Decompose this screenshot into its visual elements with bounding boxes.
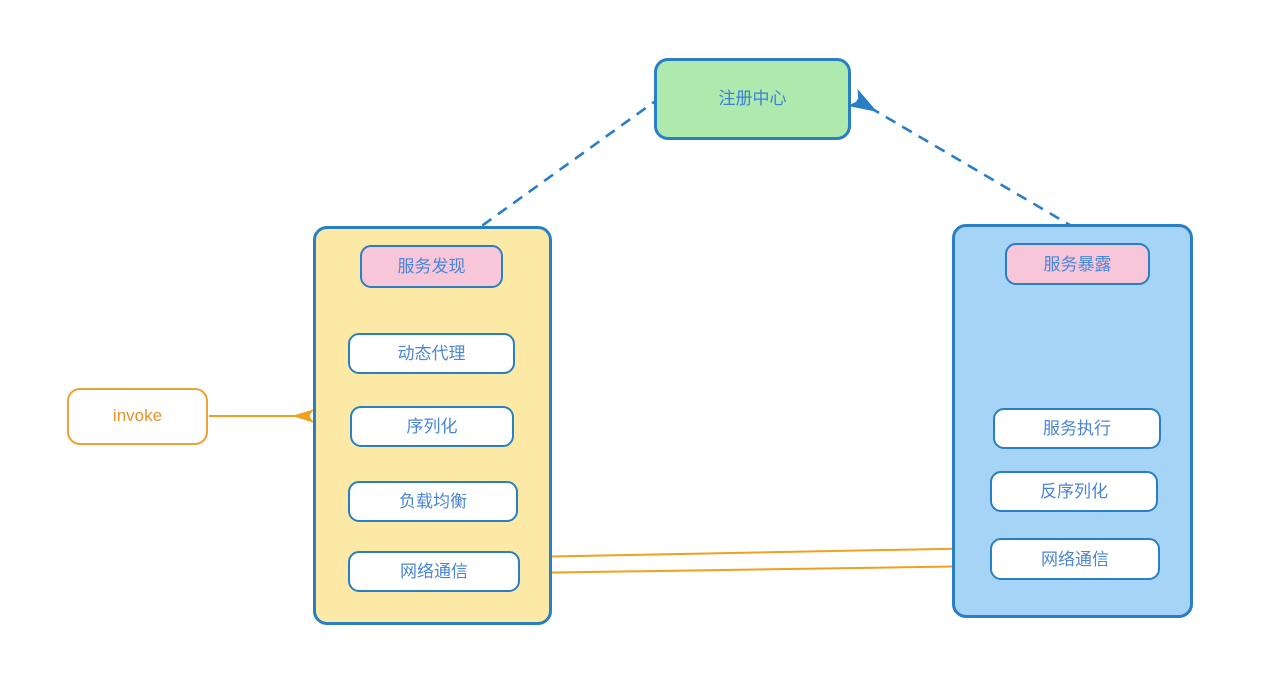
invoke-label: invoke <box>112 406 163 426</box>
consumer-item-label: 服务发现 <box>397 257 466 276</box>
consumer-item-serialization[interactable]: 序列化 <box>350 406 514 447</box>
registry-center-label: 注册中心 <box>718 88 787 108</box>
invoke-node[interactable]: invoke <box>67 388 208 445</box>
consumer-item-load-balance[interactable]: 负载均衡 <box>348 481 518 522</box>
connector-provider-to-consumer-netcomm <box>519 547 991 564</box>
consumer-item-label: 网络通信 <box>400 562 468 581</box>
provider-item-service-expose[interactable]: 服务暴露 <box>1005 243 1150 285</box>
provider-item-label: 服务暴露 <box>1043 254 1112 274</box>
provider-item-label: 反序列化 <box>1040 482 1108 501</box>
connector-registry-to-discovery <box>448 95 662 255</box>
consumer-item-label: 序列化 <box>406 417 458 436</box>
provider-item-network-communication[interactable]: 网络通信 <box>990 538 1160 580</box>
provider-item-deserialization[interactable]: 反序列化 <box>990 471 1158 512</box>
connector-consumer-to-provider-netcomm <box>523 559 991 574</box>
consumer-item-network-communication[interactable]: 网络通信 <box>348 551 520 592</box>
consumer-item-dynamic-proxy[interactable]: 动态代理 <box>348 333 515 374</box>
connector-expose-to-registry <box>847 88 1093 240</box>
provider-item-label: 服务执行 <box>1043 419 1111 438</box>
registry-center-node[interactable]: 注册中心 <box>654 58 851 140</box>
consumer-item-service-discovery[interactable]: 服务发现 <box>360 245 503 288</box>
consumer-item-label: 动态代理 <box>397 344 466 363</box>
consumer-item-label: 负载均衡 <box>399 492 467 511</box>
provider-item-service-execute[interactable]: 服务执行 <box>993 408 1161 449</box>
provider-item-label: 网络通信 <box>1041 549 1109 569</box>
